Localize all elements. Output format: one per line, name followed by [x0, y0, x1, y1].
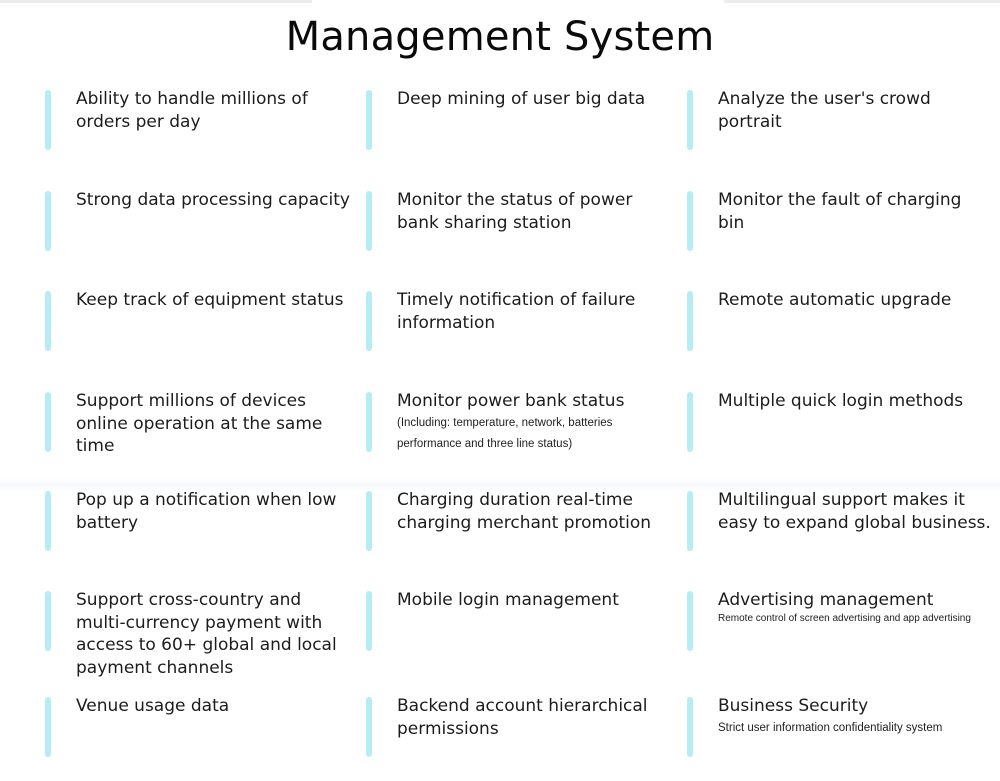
accent-bar	[45, 90, 51, 150]
feature-title-block: Monitor power bank status (Including: te…	[397, 390, 672, 455]
accent-bar	[45, 697, 51, 757]
accent-bar	[45, 191, 51, 251]
accent-bar	[687, 90, 693, 150]
feature-title: Keep track of equipment status	[76, 290, 344, 310]
feature-title: Advertising management	[718, 590, 934, 610]
accent-bar	[687, 392, 693, 452]
accent-bar	[45, 591, 51, 651]
feature-title: Timely notification of failure informati…	[397, 290, 636, 333]
feature-title: Monitor the status of power bank sharing…	[397, 190, 633, 233]
page-title: Management System	[285, 14, 715, 60]
feature-title: Remote automatic upgrade	[718, 290, 952, 310]
accent-bar	[366, 491, 372, 551]
feature-title: Multilingual support makes it easy to ex…	[718, 490, 991, 533]
accent-bar	[45, 491, 51, 551]
accent-bar	[687, 697, 693, 757]
accent-bar	[687, 491, 693, 551]
top-divider-right	[724, 0, 1000, 3]
feature-title: Mobile login management	[397, 590, 619, 610]
accent-bar	[366, 90, 372, 150]
accent-bar	[687, 591, 693, 651]
feature-title: Monitor power bank status	[397, 391, 625, 411]
feature-title: Strong data processing capacity	[76, 190, 350, 210]
accent-bar	[366, 191, 372, 251]
feature-subtitle: Strict user information confidentiality …	[718, 721, 943, 734]
accent-bar	[687, 291, 693, 351]
feature-title-block: Business Security Strict user informatio…	[718, 695, 993, 739]
feature-title-block: Advertising management Remote control of…	[718, 589, 993, 625]
feature-subtitle: Remote control of screen advertising and…	[718, 612, 971, 624]
feature-title: Analyze the user's crowd portrait	[718, 89, 931, 132]
accent-bar	[687, 191, 693, 251]
feature-title: Charging duration real-time charging mer…	[397, 490, 652, 533]
feature-title: Business Security	[718, 696, 869, 716]
feature-title: Venue usage data	[76, 696, 230, 716]
feature-title: Pop up a notification when low battery	[76, 490, 337, 533]
feature-title: Multiple quick login methods	[718, 391, 964, 411]
accent-bar	[366, 697, 372, 757]
feature-title: Backend account hierarchical permissions	[397, 696, 648, 739]
top-divider-left	[0, 0, 312, 3]
feature-title: Deep mining of user big data	[397, 89, 646, 109]
feature-title: Ability to handle millions of orders per…	[76, 89, 308, 132]
accent-bar	[366, 291, 372, 351]
accent-bar	[45, 291, 51, 351]
feature-title: Support cross-country and multi-currency…	[76, 590, 337, 678]
accent-bar	[366, 392, 372, 452]
feature-title: Support millions of devices online opera…	[76, 391, 323, 456]
accent-bar	[45, 392, 51, 452]
accent-bar	[366, 591, 372, 651]
section-band	[0, 478, 1000, 492]
feature-title: Monitor the fault of charging bin	[718, 190, 962, 233]
feature-subtitle: (Including: temperature, network, batter…	[397, 416, 613, 450]
